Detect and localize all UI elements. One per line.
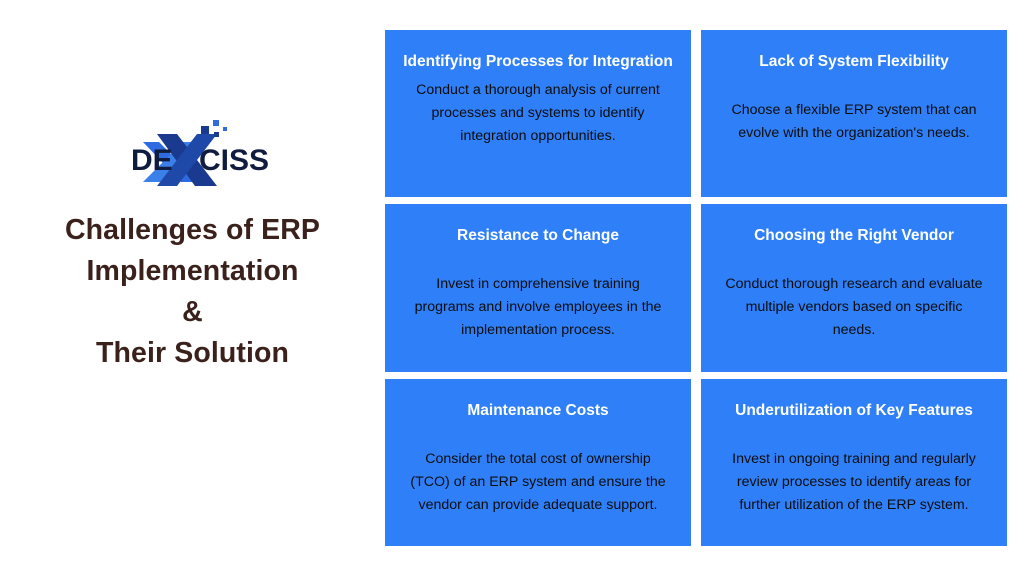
- card-title: Choosing the Right Vendor: [754, 227, 954, 245]
- logo-wordmark-suffix: CISS: [199, 144, 269, 177]
- page-title: Challenges of ERP Implementation & Their…: [23, 210, 363, 374]
- card-body: Conduct thorough research and evaluate m…: [725, 276, 983, 339]
- card-title: Resistance to Change: [457, 227, 619, 245]
- card-identifying-processes-for-integration[interactable]: Identifying Processes for Integration Co…: [385, 30, 691, 198]
- challenges-solutions-grid: Identifying Processes for Integration Co…: [385, 30, 1007, 546]
- page-title-line-4: Their Solution: [96, 337, 289, 369]
- card-title: Identifying Processes for Integration: [403, 53, 673, 70]
- page-title-line-1: Challenges of ERP: [64, 214, 321, 246]
- left-intro-panel: DE CISS Challenges of ERP Implementation…: [0, 0, 385, 576]
- card-underutilization-of-key-features[interactable]: Underutilization of Key Features Invest …: [701, 378, 1007, 546]
- card-maintenance-costs[interactable]: Maintenance Costs Consider the total cos…: [385, 378, 691, 546]
- card-body: Consider the total cost of ownership (TC…: [410, 450, 666, 513]
- page-title-line-3: &: [182, 296, 203, 328]
- card-body: Invest in ongoing training and regularly…: [732, 450, 976, 513]
- card-title: Lack of System Flexibility: [759, 53, 949, 70]
- dexciss-x-logo-icon: DE CISS: [113, 112, 273, 188]
- card-body: Choose a flexible ERP system that can ev…: [731, 102, 977, 141]
- card-choosing-the-right-vendor[interactable]: Choosing the Right Vendor Conduct thorou…: [701, 204, 1007, 372]
- page-title-line-2: Implementation: [86, 255, 299, 287]
- card-body: Conduct a thorough analysis of current p…: [416, 82, 660, 144]
- card-lack-of-system-flexibility[interactable]: Lack of System Flexibility Choose a flex…: [701, 30, 1007, 198]
- card-title: Maintenance Costs: [467, 401, 609, 419]
- card-title: Underutilization of Key Features: [735, 401, 973, 419]
- card-resistance-to-change[interactable]: Resistance to Change Invest in comprehen…: [385, 204, 691, 372]
- card-body: Invest in comprehensive training program…: [414, 276, 662, 339]
- logo-wordmark-prefix: DE: [131, 144, 173, 177]
